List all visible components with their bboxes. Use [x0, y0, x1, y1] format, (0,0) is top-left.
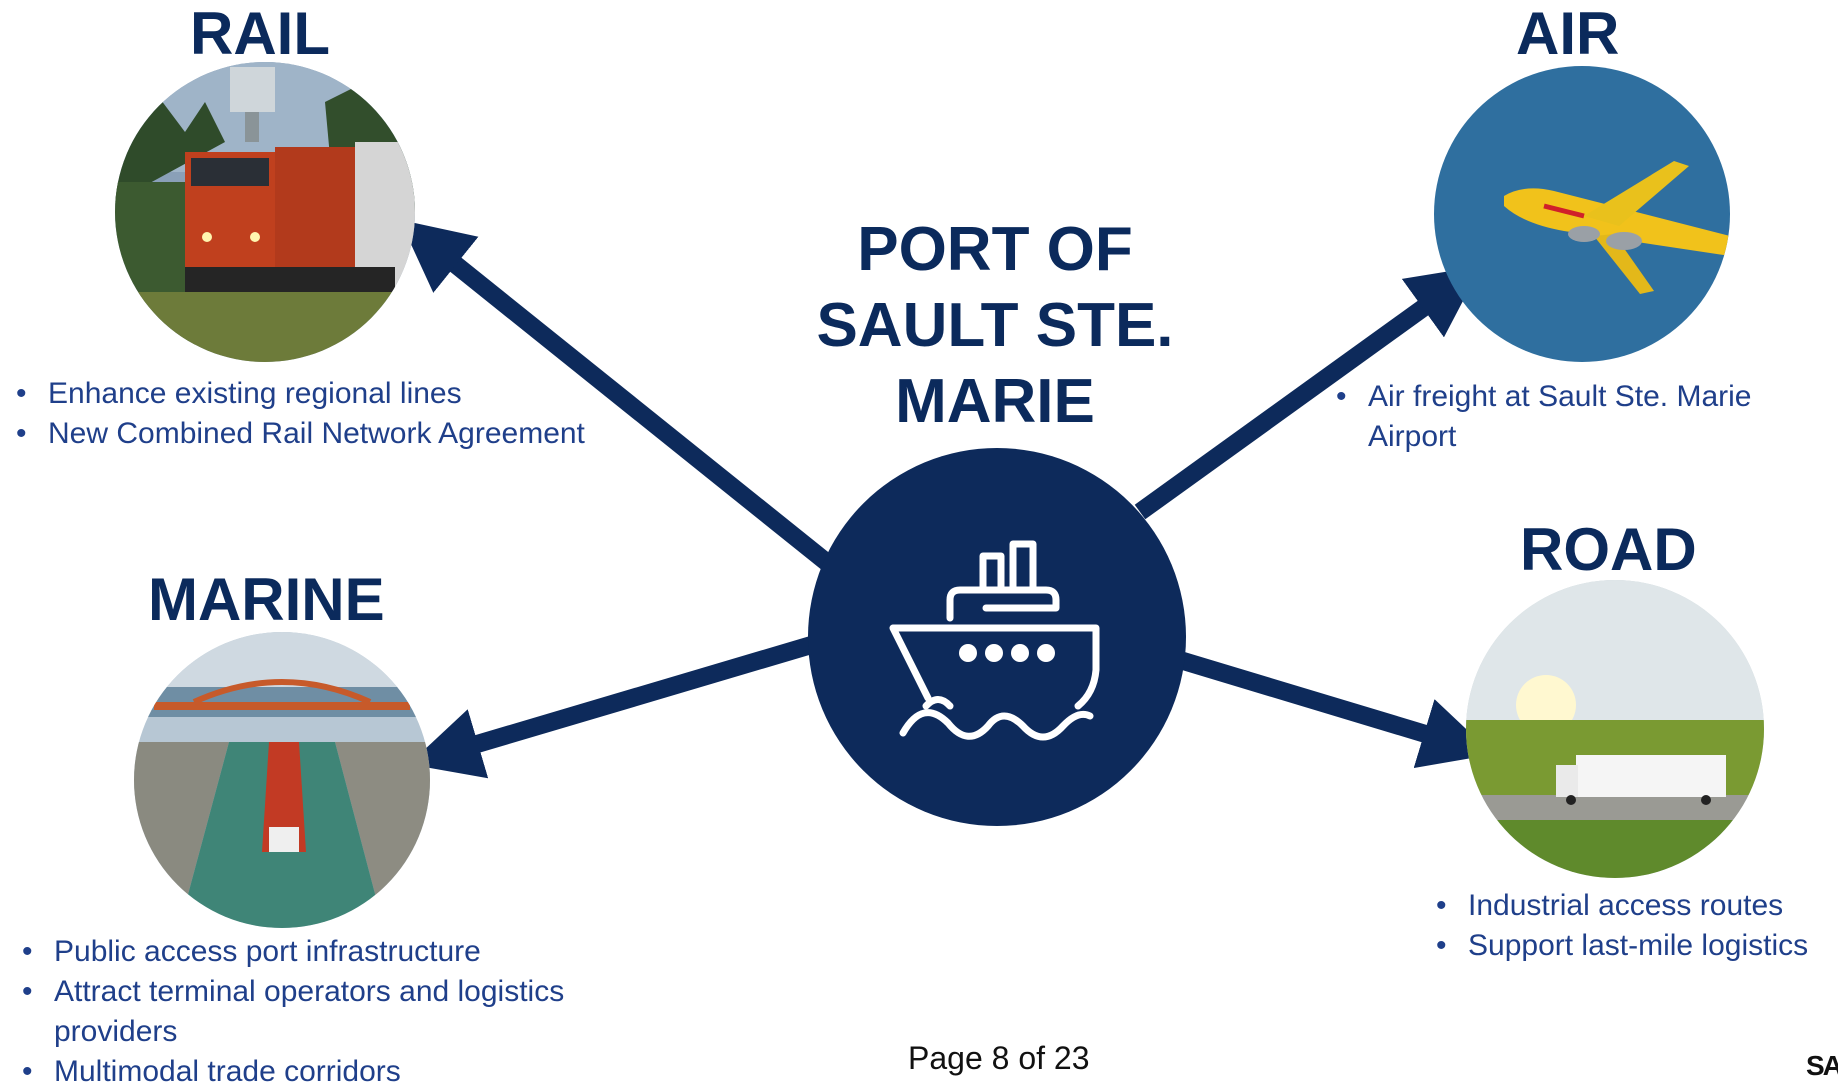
- road-bullets: Industrial access routes Support last-mi…: [1432, 886, 1808, 966]
- rail-heading: RAIL: [190, 0, 330, 67]
- arrow-to-marine: [408, 634, 821, 779]
- marine-bullet-3: Multimodal trade corridors: [18, 1052, 628, 1092]
- truck-highway-photo: [1466, 580, 1764, 878]
- air-bullet-1: Air freight at Sault Ste. Marie Airport: [1332, 377, 1752, 457]
- rail-bullet-1: Enhance existing regional lines: [12, 374, 585, 414]
- road-bullet-1: Industrial access routes: [1432, 886, 1808, 926]
- corner-logo-text: SA: [1806, 1050, 1838, 1081]
- cargo-airplane-photo: [1434, 66, 1730, 362]
- marine-heading: MARINE: [148, 566, 385, 633]
- rail-bullets: Enhance existing regional lines New Comb…: [12, 374, 585, 454]
- road-bullet-2: Support last-mile logistics: [1432, 926, 1808, 966]
- marine-bullets: Public access port infrastructure Attrac…: [18, 932, 628, 1092]
- freight-train-photo: [115, 62, 415, 362]
- arrow-to-rail: [399, 219, 836, 573]
- marine-bullet-2: Attract terminal operators and logistics…: [18, 972, 628, 1052]
- road-heading: ROAD: [1520, 516, 1697, 583]
- ship-canal-photo: [134, 632, 430, 928]
- air-bullets: Air freight at Sault Ste. Marie Airport: [1332, 377, 1752, 457]
- port-hub-circle: [808, 448, 1186, 826]
- ship-icon: [889, 540, 1100, 741]
- arrow-to-road: [1177, 651, 1494, 769]
- rail-bullet-2: New Combined Rail Network Agreement: [12, 414, 585, 454]
- port-title: PORT OF SAULT STE. MARIE: [816, 215, 1174, 436]
- page-number: Page 8 of 23: [908, 1040, 1090, 1076]
- air-heading: AIR: [1516, 0, 1620, 67]
- marine-bullet-1: Public access port infrastructure: [18, 932, 628, 972]
- arrow-to-air: [1134, 266, 1482, 520]
